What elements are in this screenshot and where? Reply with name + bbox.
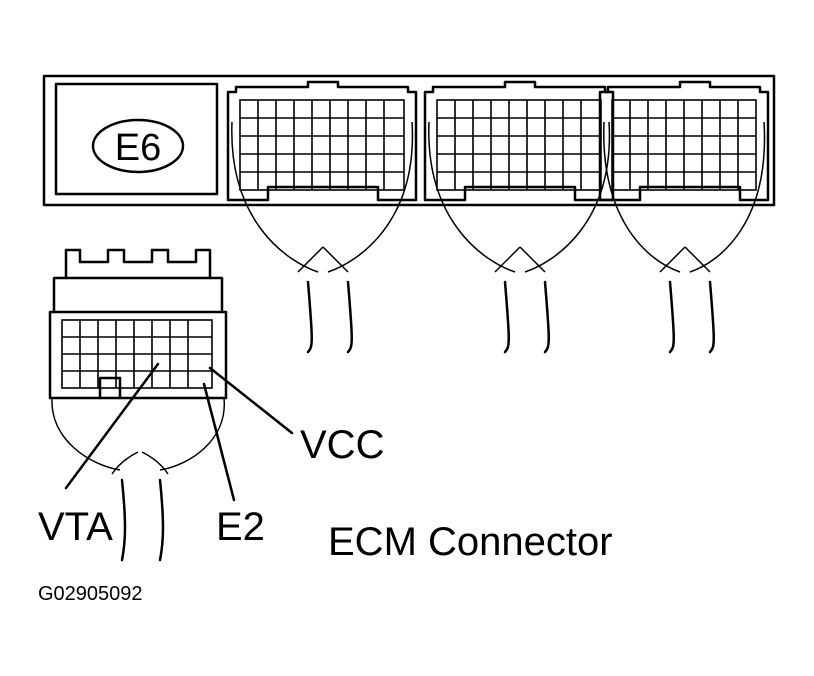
pin-grid	[436, 99, 602, 191]
ecm-housing: E6	[42, 74, 776, 207]
pin-grid	[239, 99, 405, 191]
leader-lines	[64, 362, 294, 502]
figure-code: G02905092	[38, 583, 143, 605]
ecm-connector-1	[226, 80, 418, 354]
sensor-connector	[48, 248, 228, 562]
ecm-connector-3	[598, 80, 770, 354]
pin-grid	[611, 99, 757, 191]
ecm-connector-caption: ECM Connector	[328, 520, 613, 564]
vcc-label: VCC	[300, 423, 384, 467]
vta-label: VTA	[38, 505, 113, 549]
e6-badge-label: E6	[115, 127, 161, 169]
vcc-leader	[208, 366, 294, 435]
e2-leader	[202, 382, 236, 502]
e6-badge-oval	[91, 118, 185, 174]
ecm-connector-2	[423, 80, 615, 354]
pin-grid	[61, 319, 213, 389]
vta-leader	[64, 362, 160, 490]
e6-label-plate	[54, 82, 219, 196]
e2-label: E2	[216, 505, 265, 549]
